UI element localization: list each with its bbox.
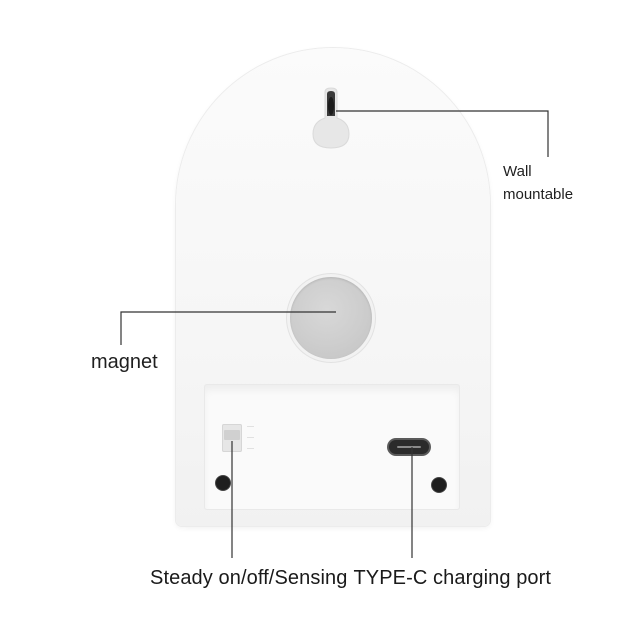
switch-position-marks: ———: [247, 423, 254, 452]
wall-label-line2: mountable: [503, 186, 574, 203]
magnet-disc: [290, 277, 372, 359]
magnet-label: magnet: [91, 351, 158, 373]
usb-c-port-contact: [397, 446, 421, 448]
screw-left: [216, 476, 230, 490]
slide-switch-knob: [224, 430, 240, 440]
keyhole-slot-icon: [312, 87, 350, 149]
screw-right: [432, 478, 446, 492]
wall-mountable-label: Wall mountable: [503, 160, 573, 206]
switch-label: Steady on/off/Sensing: [150, 567, 348, 589]
port-label: TYPE-C charging port: [353, 567, 552, 589]
wall-label-line1: Wall: [503, 163, 532, 180]
